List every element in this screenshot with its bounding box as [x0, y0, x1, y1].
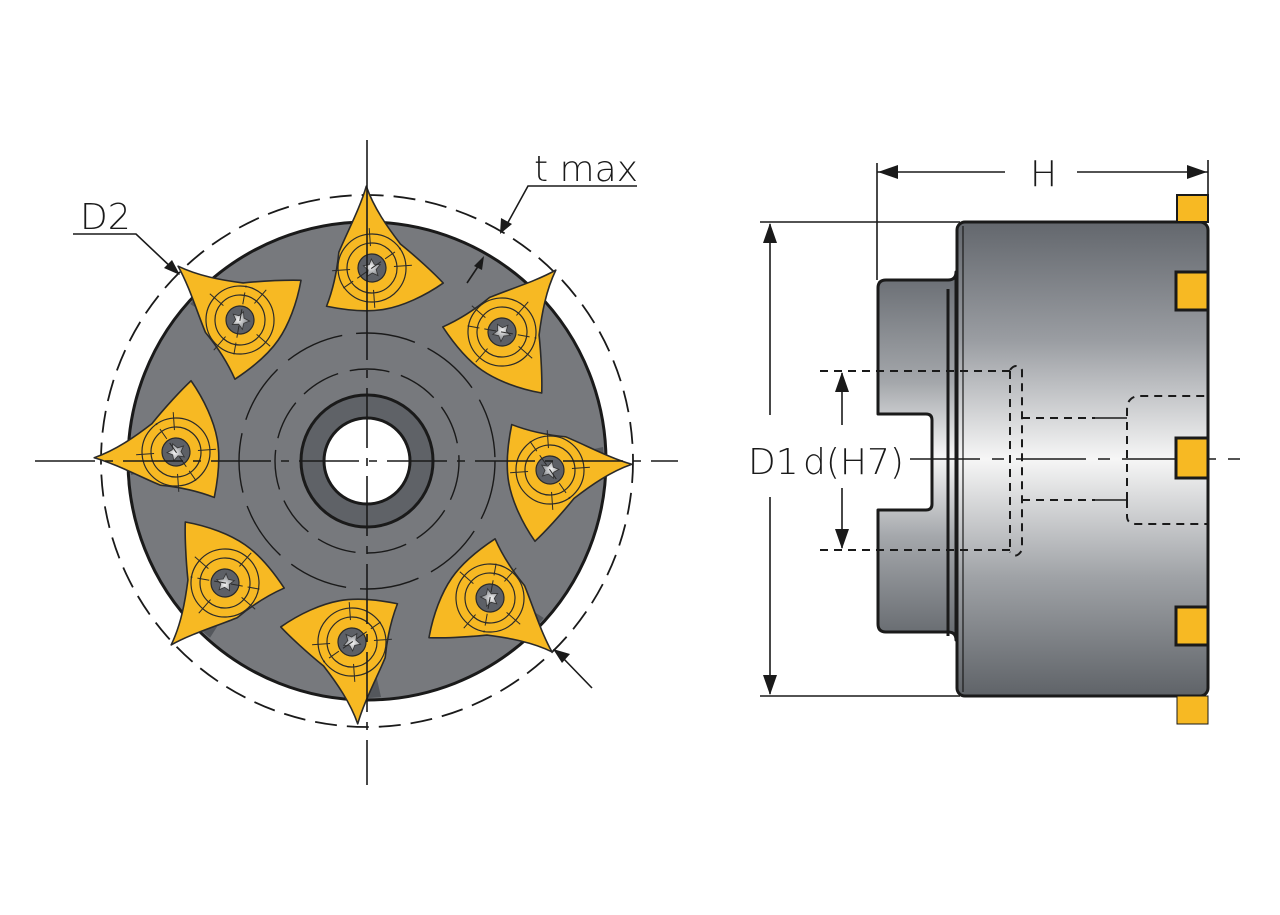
t-max-leader — [500, 185, 637, 234]
side-insert-5 — [1176, 695, 1209, 725]
t-max-label: t max — [534, 149, 638, 190]
h-label: H — [1030, 154, 1057, 195]
hub — [876, 270, 958, 642]
d-h7-dimension — [835, 372, 849, 549]
side-inserts — [1174, 194, 1210, 725]
d2-leader — [73, 233, 180, 275]
d1-dimension — [760, 221, 960, 697]
side-insert-3 — [1174, 436, 1210, 480]
side-insert-4 — [1174, 605, 1210, 647]
side-insert-2 — [1174, 270, 1210, 312]
d2-lower-arrow — [553, 649, 593, 689]
front-view: t max D2 — [35, 140, 678, 785]
d-h7-label: d(H7) — [803, 442, 904, 483]
d2-label: D2 — [80, 197, 131, 238]
hidden-lines — [820, 365, 1208, 557]
centerlines — [35, 140, 678, 785]
t-max-inner-arrow — [466, 256, 484, 284]
d1-label: D1 — [748, 442, 799, 483]
side-view: H D1 d(H7) — [748, 154, 1240, 725]
side-insert-1 — [1176, 194, 1209, 223]
